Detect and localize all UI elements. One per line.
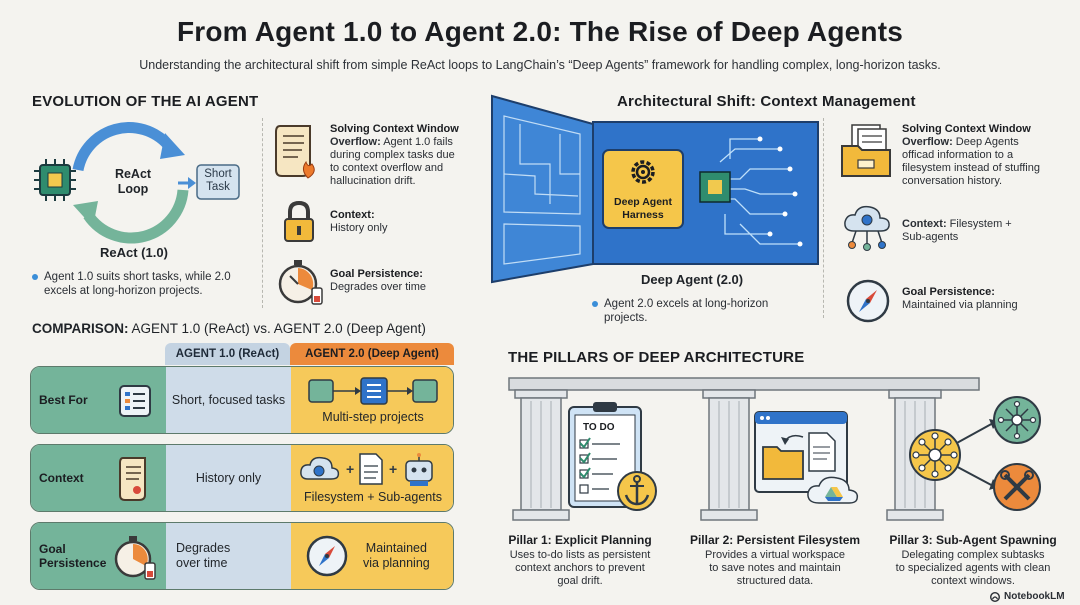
cloud-network-icon <box>844 205 890 251</box>
padlock-icon <box>284 200 314 242</box>
note-goal-2: Goal Persistence: Maintained via plannin… <box>902 286 1018 311</box>
bullet-dot <box>592 301 598 307</box>
evolution-bullet: Agent 1.0 suits short tasks, while 2.0 e… <box>32 270 262 298</box>
lintel <box>508 377 980 391</box>
divider <box>262 118 263 308</box>
agent1-cell: Short, focused tasks <box>166 367 291 433</box>
table-row-best-for: Best For Short, focused tasks Multi-step… <box>30 366 454 434</box>
cloud-file-robot-icon: + + <box>300 453 433 486</box>
page-title: From Agent 1.0 to Agent 2.0: The Rise of… <box>176 16 904 47</box>
note-context-overflow-2: Solving Context Window Overflow: Deep Ag… <box>902 123 1040 187</box>
note-context-overflow-1: Solving Context Window Overflow: Agent 1… <box>330 123 459 187</box>
folder-documents-icon <box>841 124 891 177</box>
deep-agent-caption: Deep Agent (2.0) <box>641 272 744 287</box>
chip-icon <box>699 171 731 203</box>
pillar-3: Pillar 3: Sub-Agent Spawning Delegating … <box>889 533 1057 587</box>
tools-icon <box>993 463 1041 511</box>
deep-agent-harness-diagram <box>491 94 819 284</box>
network-node-icon <box>993 396 1041 444</box>
react-loop-diagram <box>34 122 240 244</box>
column-header-agent1: AGENT 1.0 (ReAct) <box>165 343 290 365</box>
short-task-box <box>196 164 240 200</box>
svg-text:+: + <box>389 461 397 477</box>
pillar-1: Pillar 1: Explicit Planning Uses to-do l… <box>508 533 652 587</box>
react-caption: ReAct (1.0) <box>100 245 168 260</box>
evolution-heading: EVOLUTION OF THE AI AGENT <box>32 93 259 110</box>
hub-network-icon <box>909 419 999 490</box>
scroll-icon <box>119 457 146 501</box>
pillars-illustration <box>508 377 1041 521</box>
compass-icon <box>846 279 890 323</box>
loop-arrow-green <box>83 189 189 244</box>
gear-icon <box>631 160 655 184</box>
note-goal-1: Goal Persistence: Degrades over time <box>330 268 426 293</box>
svg-text:+: + <box>346 461 354 477</box>
pillars-heading: THE PILLARS OF DEEP ARCHITECTURE <box>508 349 805 366</box>
comparison-heading: COMPARISON: AGENT 1.0 (ReAct) vs. AGENT … <box>32 321 426 336</box>
document-icon <box>808 432 836 472</box>
stopwatch-icon <box>114 536 156 580</box>
divider <box>823 118 824 318</box>
agent1-cell: History only <box>166 445 291 511</box>
architecture-heading: Architectural Shift: Context Management <box>617 93 916 110</box>
row-label-cell: Context <box>31 445 166 511</box>
multi-step-icon <box>308 377 438 405</box>
loop-arrow-blue <box>72 122 173 172</box>
agent2-cell: Multi-step projects <box>291 367 453 433</box>
scroll-flame-icon <box>275 125 315 179</box>
compass-icon <box>306 535 348 577</box>
pillar-2: Pillar 2: Persistent Filesystem Provides… <box>689 533 861 587</box>
brand-badge: NotebookLM <box>990 591 1065 602</box>
harness-box <box>602 149 684 229</box>
checklist-icon <box>119 385 151 417</box>
chip-icon <box>34 159 76 201</box>
todo-label: TO DO <box>583 422 615 433</box>
architecture-bullet: Agent 2.0 excels at long-horizon project… <box>592 297 812 325</box>
page-subtitle: Understanding the architectural shift fr… <box>139 58 941 72</box>
table-row-context: Context History only + + Filesystem + Su… <box>30 444 454 512</box>
note-context-2: Context: Filesystem + Sub-agents <box>902 218 1012 243</box>
note-context-1: Context: History only <box>330 209 388 234</box>
column-header-agent2: AGENT 2.0 (Deep Agent) <box>290 343 454 365</box>
cloud-drive-icon <box>807 476 859 504</box>
stopwatch-icon <box>278 260 323 305</box>
bullet-dot <box>32 274 38 280</box>
agent2-cell: + + Filesystem + Sub-agents <box>291 445 453 511</box>
row-label-cell: Best For <box>31 367 166 433</box>
folder-icon <box>762 446 804 480</box>
notebook-logo-icon <box>990 591 1000 602</box>
anchor-icon <box>617 471 657 511</box>
